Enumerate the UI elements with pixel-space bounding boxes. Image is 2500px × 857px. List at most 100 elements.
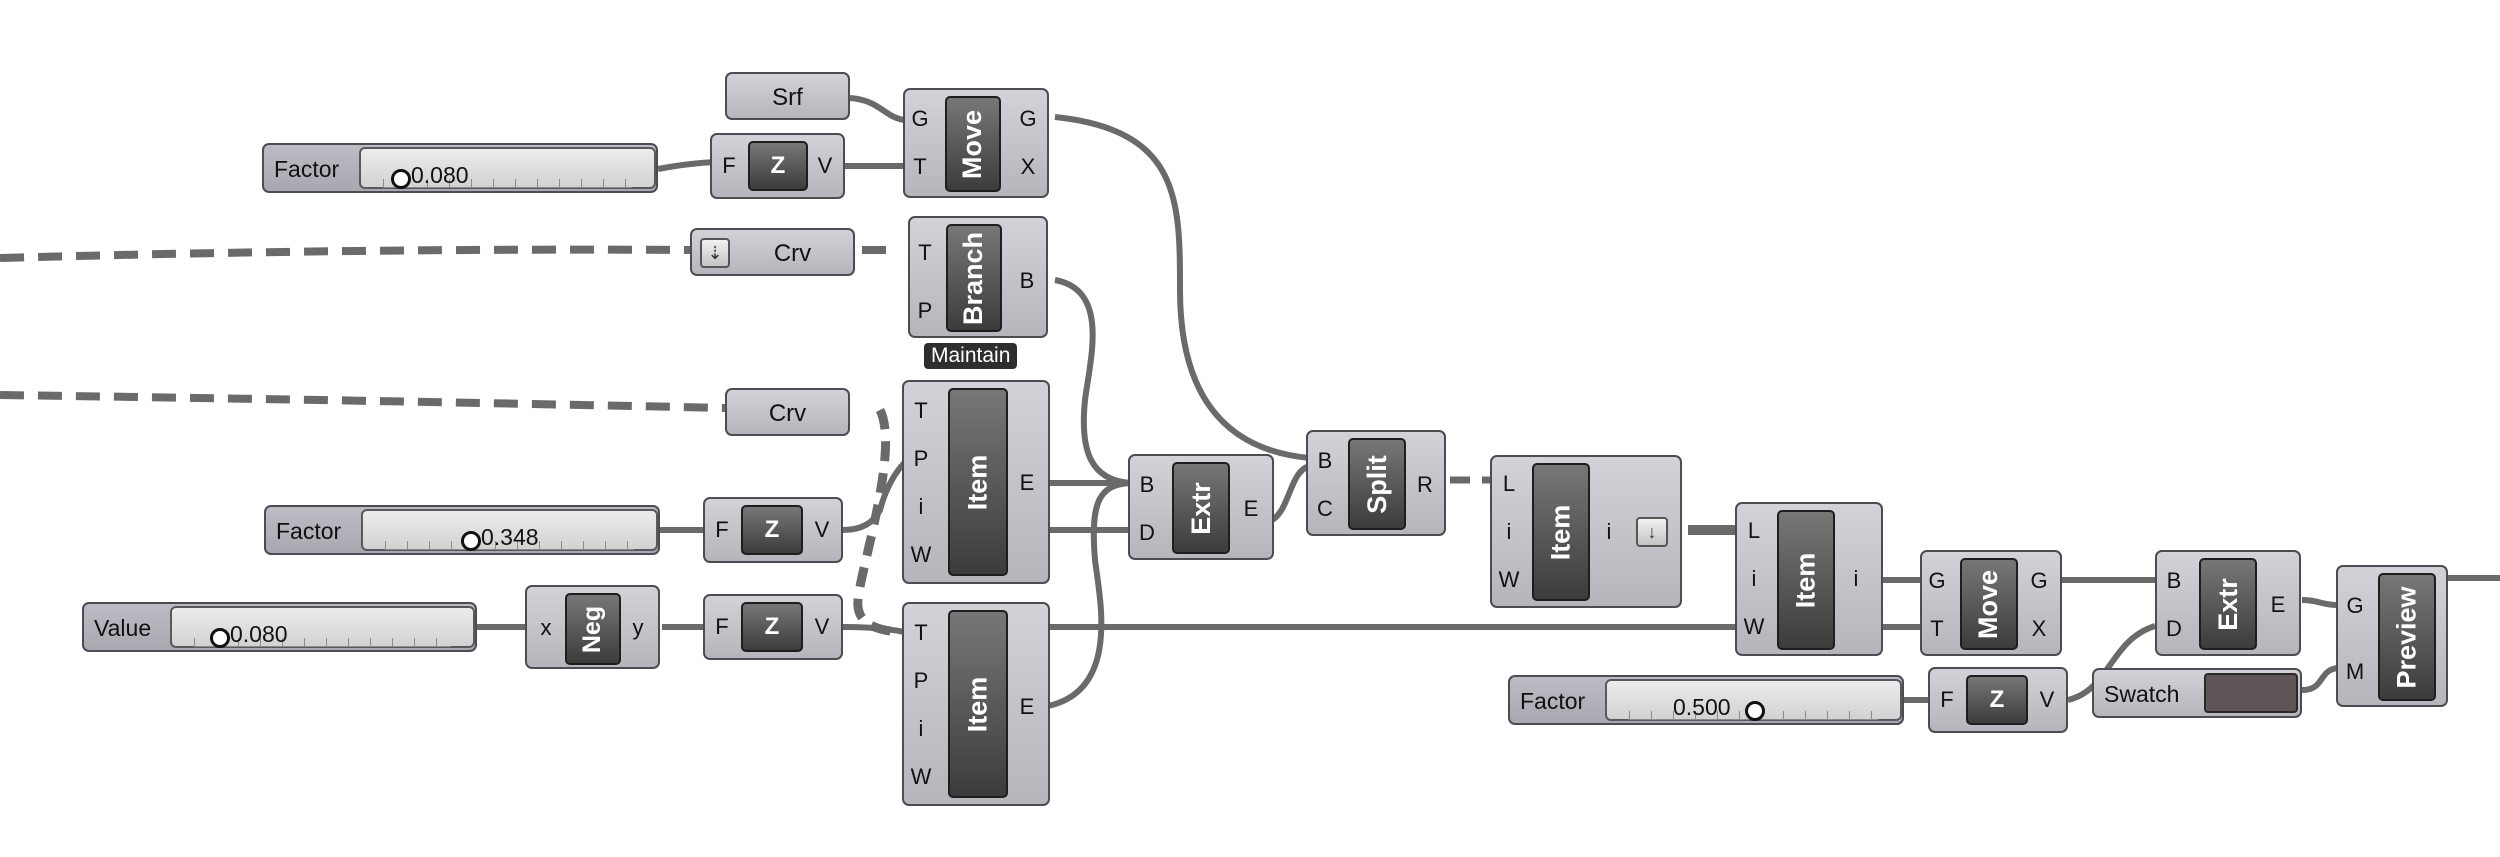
item-input-p[interactable]: P [913, 668, 929, 693]
listitem-input-w[interactable]: W [1498, 567, 1520, 592]
extrude-component-2[interactable]: B D Extr E [2155, 550, 2301, 656]
move-output-g[interactable]: G [1019, 106, 1037, 131]
item-input-w[interactable]: W [910, 542, 932, 567]
unit-z-component-2[interactable]: F Z V [703, 497, 843, 563]
list-item-component-1[interactable]: L i W Item i ↓ [1490, 455, 1682, 608]
colour-swatch[interactable]: Swatch [2092, 668, 2302, 718]
extr-output-e[interactable]: E [2270, 592, 2286, 617]
neg-output-y[interactable]: y [632, 615, 644, 640]
preview-input-g[interactable]: G [2346, 593, 2364, 618]
extr-input-b[interactable]: B [1139, 472, 1155, 497]
item-nickname: Item [948, 610, 1008, 798]
item-input-w[interactable]: W [910, 764, 932, 789]
branch-component[interactable]: T P Branch B [908, 216, 1048, 338]
extr-input-d[interactable]: D [2166, 616, 2182, 641]
unit-z-component-1[interactable]: F Z V [710, 133, 845, 199]
crv-param-top[interactable]: ⇣ Crv [690, 228, 855, 276]
listitem-output-i[interactable]: i [1606, 519, 1612, 544]
srf-param[interactable]: Srf [725, 72, 850, 120]
extr-input-d[interactable]: D [1139, 520, 1155, 545]
listitem-input-l[interactable]: L [1747, 518, 1761, 543]
item-input-t[interactable]: T [914, 620, 928, 645]
move-input-t[interactable]: T [913, 154, 927, 179]
move-input-g[interactable]: G [911, 106, 929, 131]
split-component[interactable]: B C Split R [1306, 430, 1446, 536]
slider-track[interactable]: 0.348 [361, 509, 658, 551]
unitz-output-v[interactable]: V [814, 517, 830, 542]
move-output-g[interactable]: G [2030, 568, 2048, 593]
unitz-input-f[interactable]: F [715, 614, 729, 639]
factor-slider-1[interactable]: Factor 0.080 [262, 143, 658, 193]
move-input-t[interactable]: T [1930, 616, 1944, 641]
move-component-2[interactable]: G T Move G X [1920, 550, 2062, 656]
unitz-nickname: Z [748, 141, 808, 191]
negative-component[interactable]: x Neg y [525, 585, 660, 669]
srf-label: Srf [772, 84, 803, 111]
graft-icon: ⇣ [700, 238, 730, 268]
split-output-r[interactable]: R [1417, 472, 1433, 497]
split-input-b[interactable]: B [1317, 448, 1333, 473]
item-input-i[interactable]: i [918, 494, 924, 519]
slider-value: 0.080 [411, 162, 469, 188]
factor-slider-3[interactable]: Factor 0.500 [1508, 675, 1904, 725]
crv-label: Crv [773, 240, 812, 267]
wire-item2-extr [1047, 480, 1131, 709]
slider-track[interactable]: 0.080 [359, 147, 656, 189]
item-component-2[interactable]: T P i W Item E [902, 602, 1050, 806]
slider-value: 0.080 [230, 621, 288, 647]
slider-track[interactable]: 0.500 [1605, 679, 1902, 721]
listitem-input-i[interactable]: i [1751, 566, 1757, 591]
slider-label: Factor [1520, 688, 1586, 714]
slider-knob[interactable] [461, 531, 481, 551]
wire-dashed-4 [853, 407, 901, 637]
list-item-component-2[interactable]: L i W Item i [1735, 502, 1883, 656]
listitem-input-l[interactable]: L [1502, 471, 1516, 496]
branch-maintain-tag: Maintain [924, 343, 1018, 369]
slider-knob[interactable] [210, 628, 230, 648]
unitz-output-v[interactable]: V [2039, 687, 2055, 712]
unitz-output-v[interactable]: V [814, 614, 830, 639]
unitz-input-f[interactable]: F [715, 517, 729, 542]
slider-knob[interactable] [391, 169, 411, 189]
unitz-output-v[interactable]: V [817, 153, 833, 178]
unitz-input-f[interactable]: F [722, 153, 736, 178]
item-component-1[interactable]: T P i W Item E [902, 380, 1050, 584]
slider-track[interactable]: 0.080 [170, 606, 475, 648]
move-output-x[interactable]: X [1020, 154, 1036, 179]
preview-nickname: Preview [2378, 573, 2436, 701]
item-input-i[interactable]: i [918, 716, 924, 741]
listitem-input-i[interactable]: i [1506, 519, 1512, 544]
item-input-t[interactable]: T [914, 398, 928, 423]
unitz-input-f[interactable]: F [1940, 687, 1954, 712]
extr-input-b[interactable]: B [2166, 568, 2182, 593]
factor-slider-2[interactable]: Factor 0.348 [264, 505, 660, 555]
branch-output-b[interactable]: B [1019, 268, 1035, 293]
crv-param-mid[interactable]: Crv [725, 388, 850, 436]
unit-z-component-3[interactable]: F Z V [703, 594, 843, 660]
value-slider[interactable]: Value 0.080 [82, 602, 477, 652]
swatch-colour[interactable] [2204, 673, 2298, 713]
slider-knob[interactable] [1745, 701, 1765, 721]
slider-value: 0.348 [481, 524, 539, 550]
flatten-arrow-icon[interactable]: ↓ [1636, 517, 1668, 547]
move-output-x[interactable]: X [2031, 616, 2047, 641]
move-component-1[interactable]: G T Move G X [903, 88, 1049, 198]
listitem-output-i[interactable]: i [1853, 566, 1859, 591]
branch-input-t[interactable]: T [918, 240, 932, 265]
item-input-p[interactable]: P [913, 446, 929, 471]
split-input-c[interactable]: C [1317, 496, 1333, 521]
move-input-g[interactable]: G [1928, 568, 1946, 593]
move-nickname: Move [1960, 558, 2018, 650]
preview-component[interactable]: G M Preview [2336, 565, 2448, 707]
neg-input-x[interactable]: x [540, 615, 552, 640]
item-output-e[interactable]: E [1019, 694, 1035, 719]
branch-input-p[interactable]: P [917, 298, 933, 323]
listitem-input-w[interactable]: W [1743, 614, 1765, 639]
extr-output-e[interactable]: E [1243, 496, 1259, 521]
extrude-component-1[interactable]: B D Extr E [1128, 454, 1274, 560]
preview-input-m[interactable]: M [2345, 659, 2365, 684]
wire-factor-z [657, 159, 717, 172]
unit-z-component-4[interactable]: F Z V [1928, 667, 2068, 733]
swatch-label: Swatch [2104, 681, 2180, 707]
item-output-e[interactable]: E [1019, 470, 1035, 495]
